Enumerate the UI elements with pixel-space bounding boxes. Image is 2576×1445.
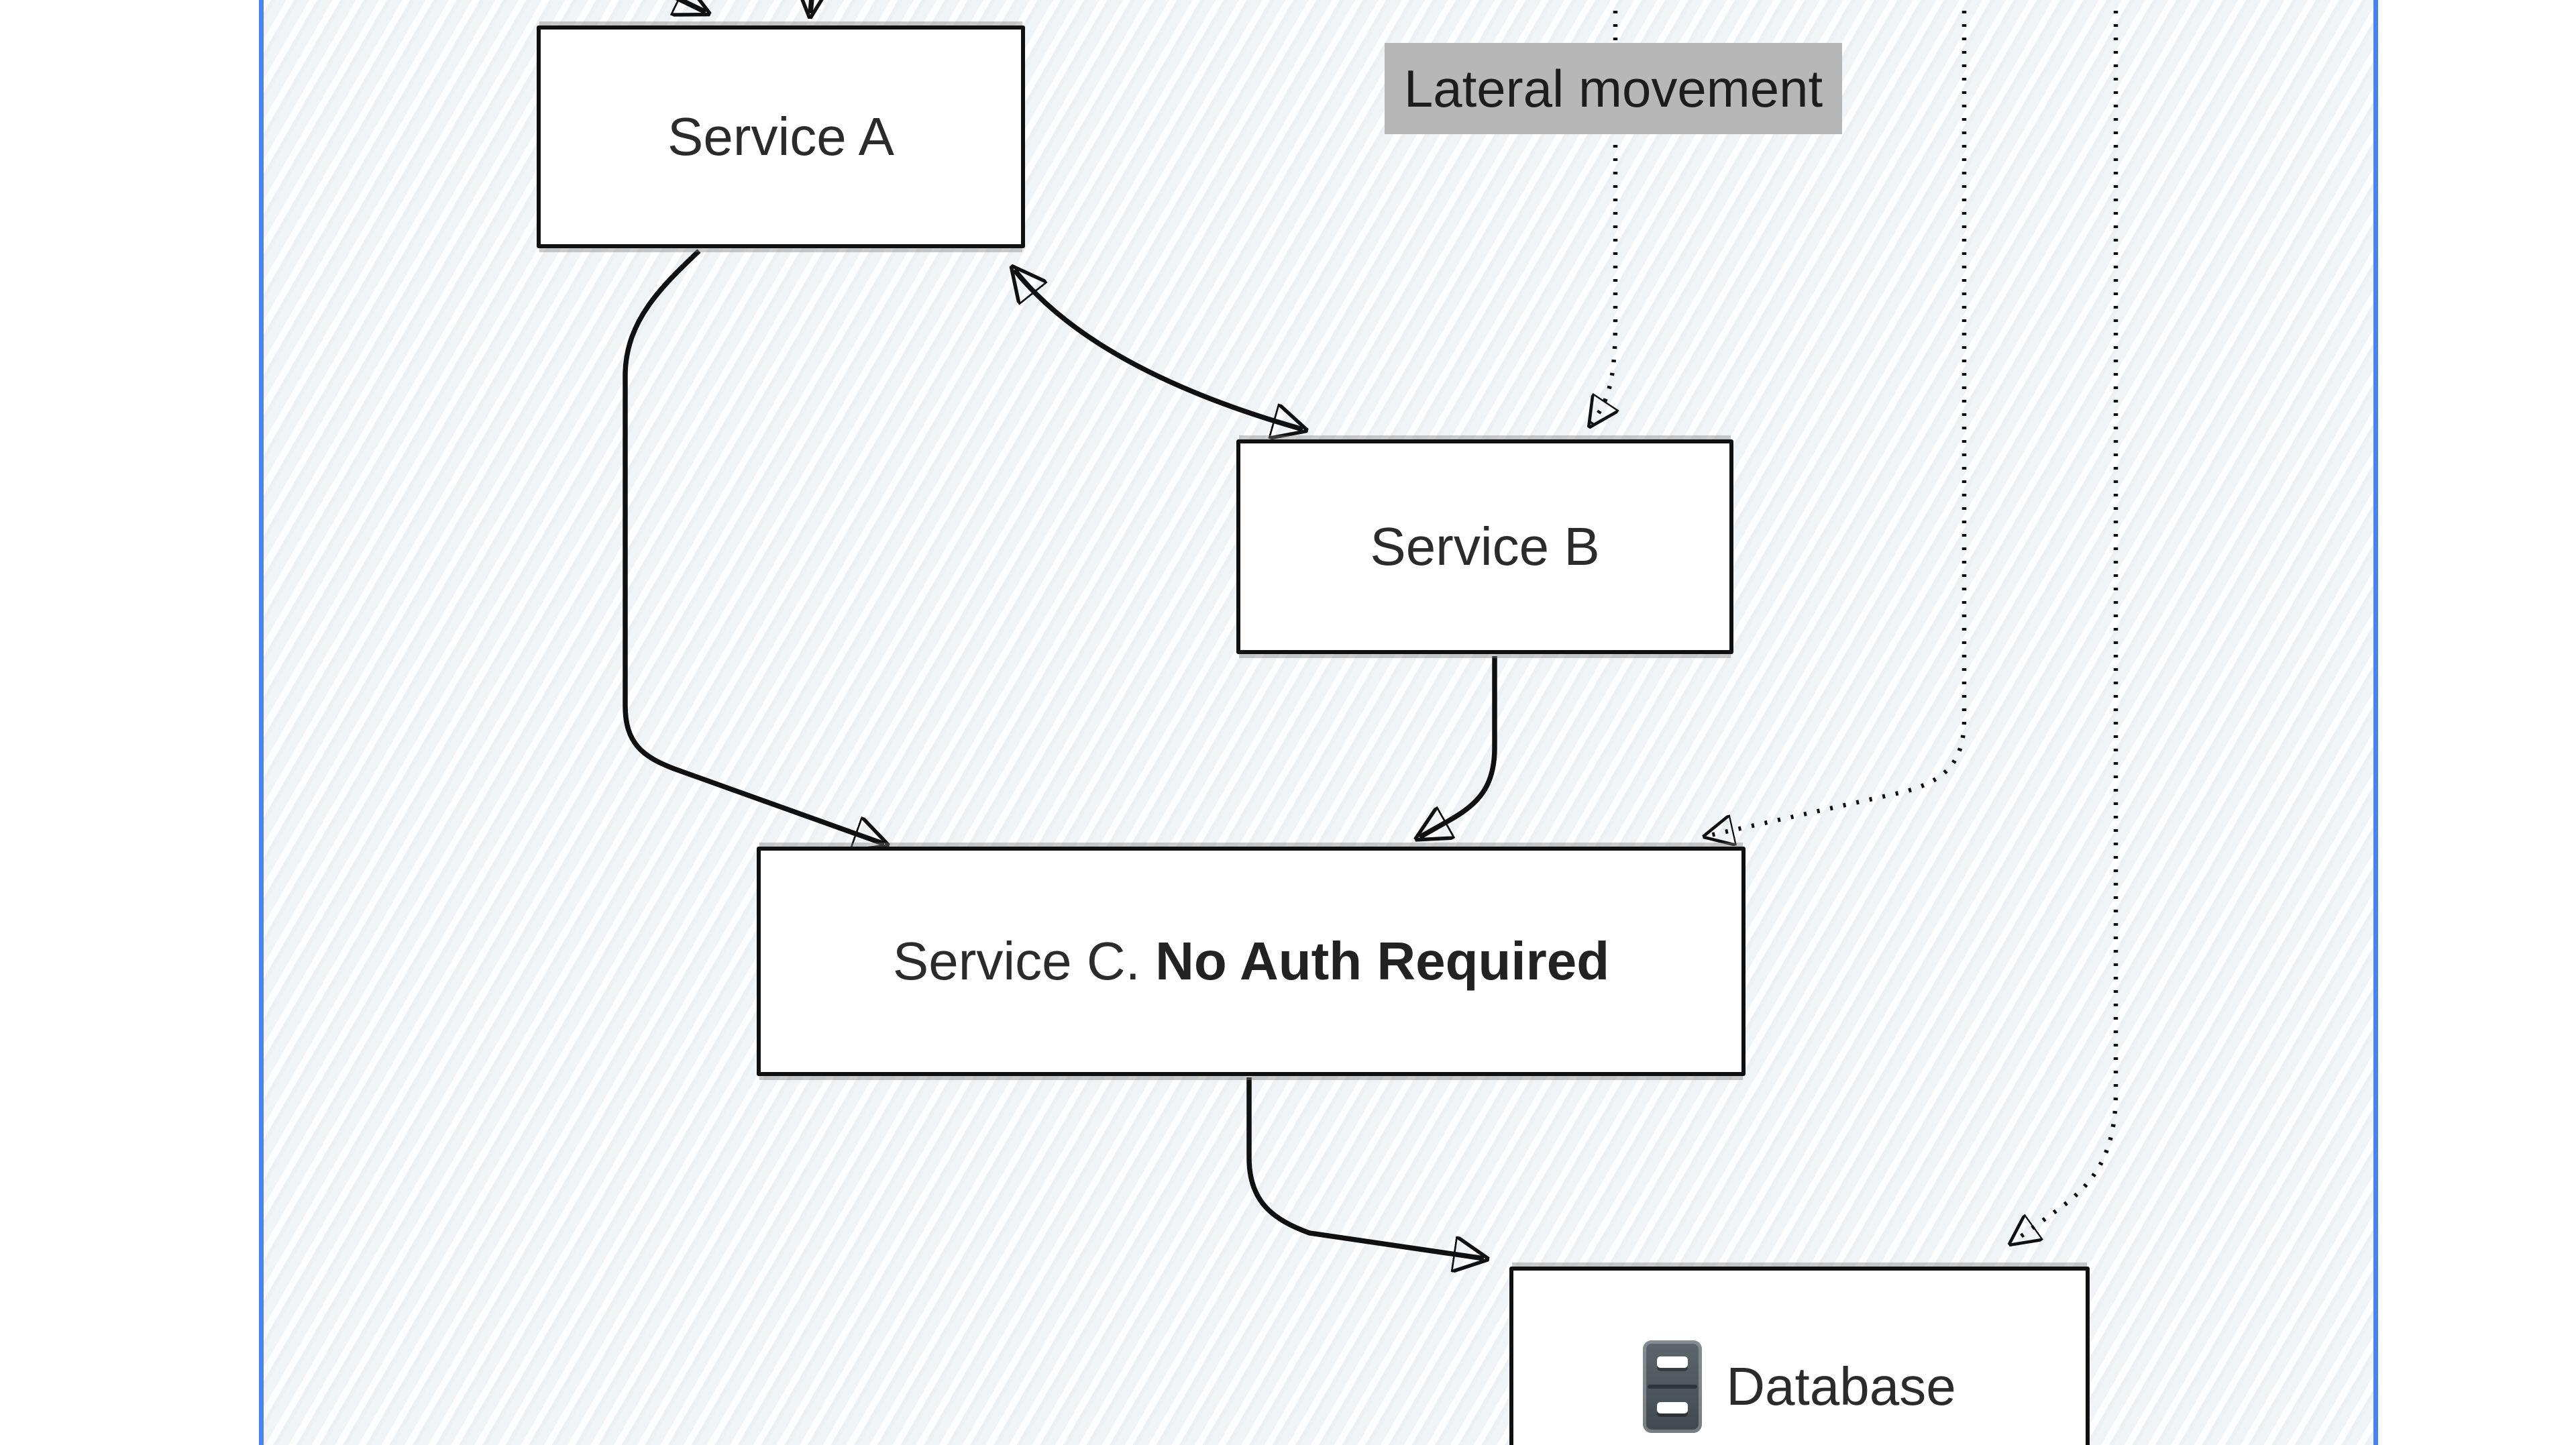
node-database[interactable]: Database bbox=[1509, 1267, 2090, 1445]
drawer-handle-top bbox=[1657, 1356, 1688, 1368]
node-label: Service B bbox=[1370, 517, 1600, 576]
drawer-divider bbox=[1648, 1385, 1698, 1389]
node-label: Service C. No Auth Required bbox=[892, 931, 1610, 991]
edge-service-c-to-database[interactable] bbox=[1246, 1077, 1484, 1259]
node-label: Service A bbox=[667, 107, 894, 166]
edge-service-b-to-service-c[interactable] bbox=[1419, 656, 1497, 837]
node-service-b[interactable]: Service B bbox=[1236, 439, 1733, 654]
node-service-a[interactable]: Service A bbox=[537, 25, 1025, 248]
edge-inbound-top-left-to-service-a[interactable] bbox=[645, 0, 706, 12]
edge-label-text: Lateral movement bbox=[1403, 58, 1823, 118]
file-cabinet-icon bbox=[1643, 1340, 1703, 1433]
edge-lateral-movement-to-database[interactable] bbox=[2012, 0, 2118, 1242]
drawer-handle-bottom bbox=[1657, 1402, 1688, 1413]
node-service-c[interactable]: Service C. No Auth Required bbox=[757, 847, 1746, 1076]
frame-border-left[interactable] bbox=[259, 0, 264, 1445]
node-label: Database bbox=[1726, 1356, 1956, 1416]
edge-label-lateral-movement[interactable]: Lateral movement bbox=[1385, 43, 1842, 134]
node-label-bold: No Auth Required bbox=[1155, 931, 1610, 991]
edge-service-a-to-service-c[interactable] bbox=[623, 249, 884, 844]
edge-service-a-service-b-bidirectional[interactable] bbox=[1014, 270, 1303, 429]
frame-border-right[interactable] bbox=[2373, 0, 2378, 1445]
edge-inbound-top-right-to-service-a[interactable] bbox=[810, 0, 813, 13]
